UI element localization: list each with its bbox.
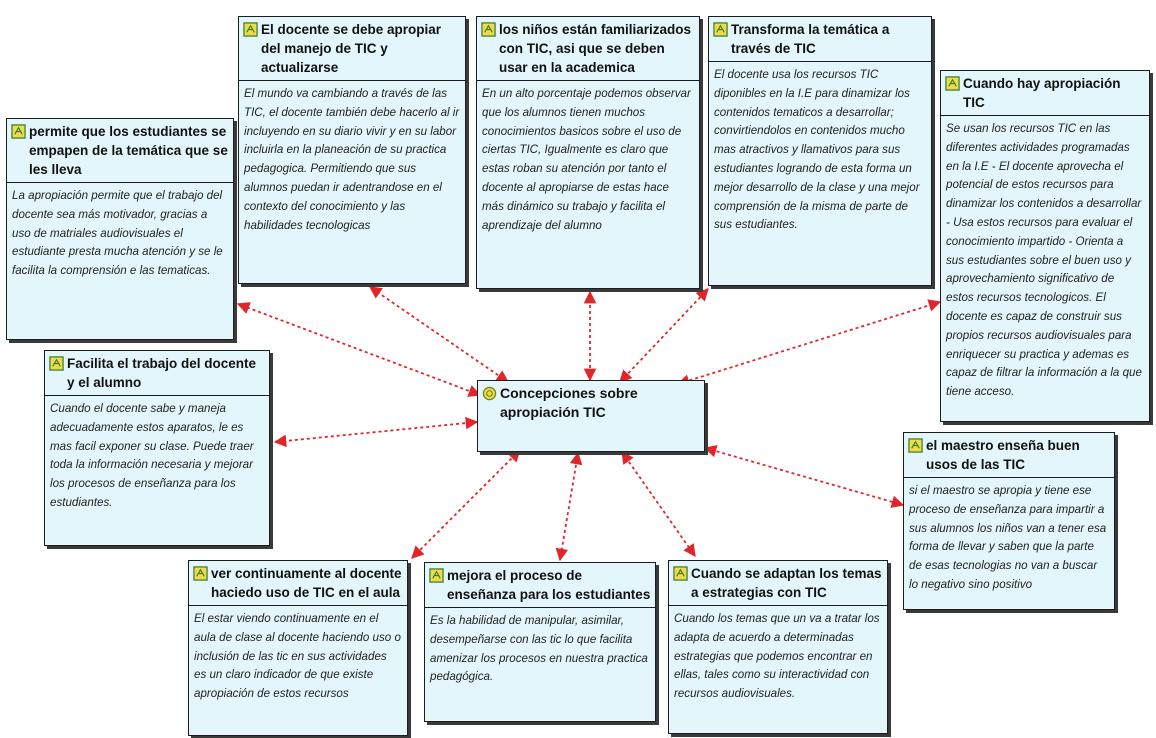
concept-node-header: los niños están familiarizados con TIC, … <box>477 17 699 81</box>
link-transforma-tematica <box>619 288 709 383</box>
concept-node-title: el maestro enseña buen usos de las TIC <box>926 438 1080 472</box>
concept-node-title: los niños están familiarizados con TIC, … <box>499 22 692 75</box>
central-node[interactable]: Concepciones sobre apropiación TIC <box>477 380 705 452</box>
concept-icon <box>193 566 208 581</box>
link-maestro-ensena <box>703 445 905 508</box>
concept-node[interactable]: permite que los estudiantes se empapen d… <box>6 118 234 340</box>
link-ver-continuamente <box>411 449 521 559</box>
link-facilita-trabajo <box>273 416 479 448</box>
concept-node-header: Transforma la temática a través de TIC <box>709 17 931 62</box>
concept-node[interactable]: Cuando hay apropiación TIC Se usan los r… <box>940 70 1150 422</box>
concept-node-title: permite que los estudiantes se empapen d… <box>29 124 228 177</box>
concept-node-header: el maestro enseña buen usos de las TIC <box>904 433 1114 478</box>
concept-icon <box>481 22 496 37</box>
central-node-title: Concepciones sobre apropiación TIC <box>500 385 638 420</box>
concept-node[interactable]: mejora el proceso de enseñanza para los … <box>424 562 656 722</box>
link-adaptan-temas <box>621 450 696 558</box>
concept-node-text: El estar viendo continuamente en el aula… <box>194 612 401 701</box>
concept-node-text: si el maestro se apropia y tiene ese pro… <box>909 484 1107 591</box>
concept-node-text: En un alto porcentaje podemos observar q… <box>482 87 691 232</box>
concept-node[interactable]: los niños están familiarizados con TIC, … <box>476 16 700 289</box>
concept-node-header: mejora el proceso de enseñanza para los … <box>425 563 655 608</box>
concept-icon <box>243 22 258 37</box>
link-empapen-tematica <box>236 302 482 397</box>
concept-icon <box>908 438 923 453</box>
concept-icon <box>673 566 688 581</box>
concept-node[interactable]: El docente se debe apropiar del manejo d… <box>238 16 466 284</box>
concept-node[interactable]: Facilita el trabajo del docente y el alu… <box>44 350 270 546</box>
concept-node-text: Cuando los temas que un va a tratar los … <box>674 612 880 701</box>
concept-node-title: Transforma la temática a través de TIC <box>731 22 890 56</box>
concept-node-header: permite que los estudiantes se empapen d… <box>7 119 233 183</box>
link-mejora-proceso <box>555 451 583 562</box>
hub-icon <box>482 386 497 401</box>
concept-node-title: El docente se debe apropiar del manejo d… <box>261 22 442 75</box>
concept-icon <box>429 568 444 583</box>
concept-node-title: mejora el proceso de enseñanza para los … <box>447 568 651 602</box>
concept-node[interactable]: Transforma la temática a través de TIC E… <box>708 16 932 286</box>
concept-node-header: Facilita el trabajo del docente y el alu… <box>45 351 269 396</box>
link-cuando-apropiacion <box>676 299 942 387</box>
concept-node-text: El mundo va cambiando a través de las TI… <box>244 87 460 232</box>
concept-node-title: ver continuamente al docente haciedo uso… <box>211 566 402 600</box>
concept-node-header: El docente se debe apropiar del manejo d… <box>239 17 465 81</box>
concept-icon <box>945 76 960 91</box>
concept-node-text: La apropiación permite que el trabajo de… <box>12 189 223 278</box>
concept-icon <box>713 22 728 37</box>
concept-node[interactable]: Cuando se adaptan los temas a estrategia… <box>668 560 888 734</box>
concept-node-header: Cuando se adaptan los temas a estrategia… <box>669 561 887 606</box>
concept-icon <box>11 124 26 139</box>
concept-node-title: Facilita el trabajo del docente y el alu… <box>67 356 257 390</box>
concept-node[interactable]: ver continuamente al docente haciedo uso… <box>188 560 408 736</box>
concept-node-header: Cuando hay apropiación TIC <box>941 71 1149 116</box>
concept-node-text: El docente usa los recursos TIC diponibl… <box>714 68 920 232</box>
concept-node[interactable]: el maestro enseña buen usos de las TIC s… <box>903 432 1115 610</box>
link-docente-apropiar <box>368 286 510 383</box>
concept-node-title: Cuando se adaptan los temas a estrategia… <box>691 566 882 600</box>
central-node-header: Concepciones sobre apropiación TIC <box>478 381 704 425</box>
concept-node-text: Cuando el docente sabe y maneja adecuada… <box>50 402 254 509</box>
concept-node-text: Se usan los recursos TIC en las diferent… <box>946 122 1142 399</box>
concept-node-text: Es la habilidad de manipular, asimilar, … <box>430 614 648 684</box>
concept-icon <box>49 356 64 371</box>
concept-node-header: ver continuamente al docente haciedo uso… <box>189 561 407 606</box>
concept-node-title: Cuando hay apropiación TIC <box>963 76 1121 110</box>
